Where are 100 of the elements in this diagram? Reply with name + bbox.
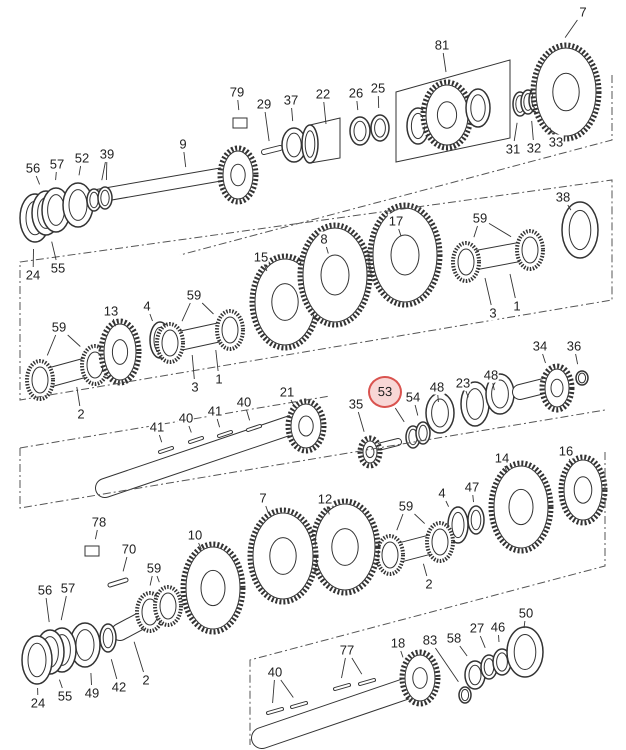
leader-line: [465, 390, 469, 398]
leader-line: [192, 354, 195, 380]
callout-number: 42: [110, 680, 128, 694]
leader-line: [378, 96, 380, 108]
leader-line: [351, 658, 362, 675]
callout-number: 3: [488, 306, 498, 320]
callout-number: 27: [468, 620, 486, 636]
leader-line: [396, 514, 404, 531]
callout-number: 40: [178, 410, 194, 426]
callout-number: 49: [84, 686, 100, 700]
leader-line: [514, 122, 518, 142]
callout-number: 31: [504, 142, 522, 156]
leader-line: [264, 112, 270, 142]
leader-line: [442, 52, 446, 72]
callout-number: 4: [142, 298, 152, 314]
callout-number: 83: [422, 632, 438, 648]
callout-number: 59: [472, 210, 488, 226]
leader-line: [58, 679, 63, 688]
leader-line: [445, 500, 450, 508]
leader-line: [265, 506, 268, 513]
callout-number: 32: [526, 140, 542, 156]
callout-number: 22: [314, 86, 332, 102]
callout-number: 33: [548, 134, 564, 150]
leader-line: [55, 172, 57, 181]
leader-line: [567, 204, 572, 211]
leader-line: [498, 634, 500, 642]
callout-number: 15: [252, 250, 270, 264]
leader-line: [473, 226, 478, 238]
callout-number: 7: [578, 4, 588, 20]
leader-line: [90, 672, 92, 686]
callout-number: 54: [404, 390, 422, 404]
callout-number: 55: [50, 260, 66, 276]
callout-number: 17: [388, 214, 404, 228]
callout-number: 36: [566, 338, 582, 354]
leader-line: [484, 278, 492, 306]
callout-number: 13: [102, 304, 120, 318]
callout-number: 10: [186, 528, 204, 542]
callout-number: 9: [178, 136, 188, 152]
callout-number: 29: [256, 96, 272, 112]
leader-line: [280, 680, 294, 698]
callout-number: 16: [558, 444, 574, 458]
callout-number: 48: [482, 368, 500, 382]
callout-number: 46: [490, 620, 506, 634]
leader-line: [264, 264, 268, 272]
leader-line: [188, 426, 192, 433]
callout-number: 79: [228, 84, 246, 100]
leader-line: [480, 636, 486, 648]
leader-line: [51, 241, 57, 260]
callout-number: 34: [532, 338, 548, 354]
leader-line: [422, 563, 428, 576]
leader-line: [290, 400, 294, 406]
callout-number: 18: [390, 636, 406, 650]
callout-number: 38: [554, 190, 572, 204]
leader-line: [158, 434, 162, 443]
leader-line: [101, 162, 106, 181]
leader-line: [46, 598, 50, 623]
callout-number: 24: [30, 696, 46, 710]
callout-number: 8: [319, 232, 329, 246]
leader-line: [531, 120, 534, 140]
leader-line: [459, 646, 468, 656]
leader-line: [291, 108, 294, 122]
callout-number: 41: [206, 404, 224, 418]
leader-line: [122, 556, 128, 572]
callout-number: 78: [90, 514, 108, 530]
leader-line: [510, 274, 516, 298]
leader-line: [472, 494, 474, 503]
leader-line: [542, 354, 546, 364]
callout-number: 50: [518, 606, 534, 620]
leader-line: [182, 302, 191, 322]
leader-line: [110, 658, 118, 680]
leader-line: [400, 650, 404, 658]
leader-line: [215, 350, 219, 372]
leader-line: [46, 334, 56, 356]
callout-number: 2: [141, 672, 151, 688]
callout-number: 39: [98, 146, 116, 162]
callout-number: 12: [316, 492, 334, 506]
leader-line: [150, 576, 153, 586]
leader-line: [358, 412, 365, 432]
callout-number: 59: [146, 560, 162, 576]
callout-number: 52: [74, 150, 90, 166]
callout-number: 35: [348, 396, 364, 412]
leader-line: [504, 466, 508, 474]
leader-line: [37, 688, 38, 696]
callout-number: 58: [446, 630, 462, 646]
callout-number: 57: [60, 580, 76, 596]
callout-number: 59: [398, 498, 414, 514]
leader-line: [564, 20, 578, 38]
leader-line: [36, 176, 40, 185]
leader-line: [326, 246, 329, 254]
leader-line: [94, 530, 98, 540]
leader-line: [524, 620, 526, 629]
callout-number: 41: [148, 420, 166, 434]
callout-number: 7: [258, 490, 268, 506]
leader-line: [149, 314, 153, 322]
callout-number: 56: [36, 582, 54, 598]
leader-line: [492, 382, 495, 391]
leader-line: [341, 658, 346, 679]
leader-line: [488, 222, 512, 238]
callout-number: 24: [24, 268, 42, 282]
callout-number: 37: [282, 92, 300, 108]
